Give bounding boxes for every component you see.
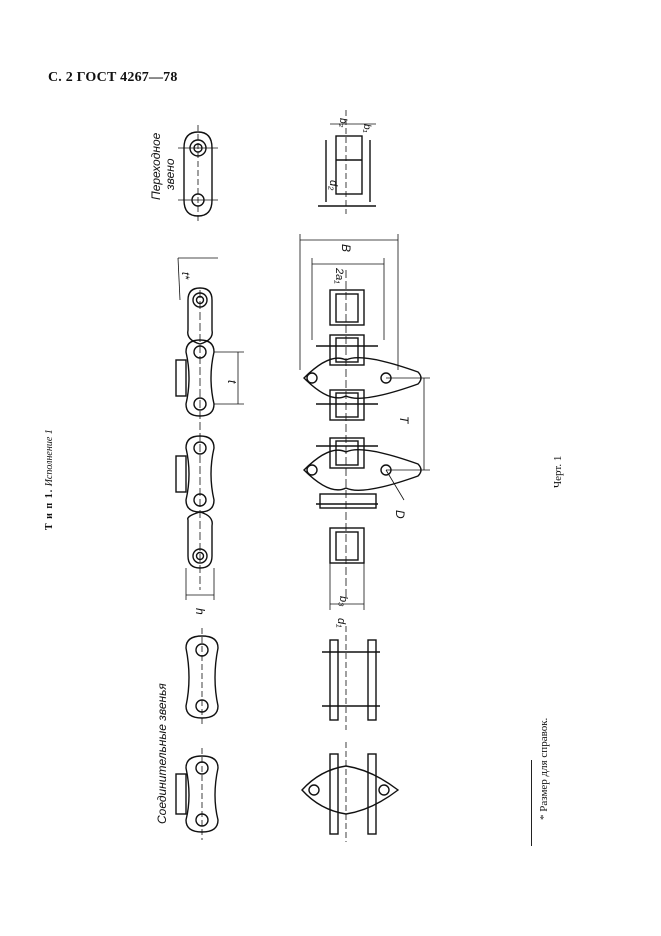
transition-link-plate bbox=[178, 125, 218, 222]
dim-b1: b₁ bbox=[361, 124, 372, 133]
dim-b2: b₂ bbox=[337, 118, 348, 128]
dim-2a1: 2a₁ bbox=[333, 267, 345, 284]
connecting-links-label: Соединительные звенья bbox=[155, 683, 169, 824]
dim-b3: b₃ bbox=[337, 596, 349, 607]
page-header: С. 2 ГОСТ 4267—78 bbox=[48, 70, 178, 85]
connecting-links-side bbox=[175, 628, 219, 840]
dim-T: T bbox=[397, 416, 411, 425]
dim-D: D bbox=[393, 510, 407, 519]
transition-link-label-2: звено bbox=[163, 158, 177, 191]
dim-t-star: t* bbox=[179, 272, 191, 280]
footnote-rule bbox=[531, 760, 532, 846]
transition-link-plan bbox=[318, 110, 376, 214]
chain-side-view bbox=[175, 257, 244, 600]
chain-plan-view bbox=[299, 234, 430, 610]
dim-h: h bbox=[193, 608, 207, 615]
dim-d1: d₁ bbox=[335, 618, 347, 628]
connecting-links-plan bbox=[301, 626, 400, 842]
dim-d2: d₂ bbox=[327, 180, 339, 191]
transition-link-label-1: Переходное bbox=[149, 132, 163, 200]
dim-t: t bbox=[225, 380, 239, 384]
dim-B: B bbox=[339, 244, 353, 252]
